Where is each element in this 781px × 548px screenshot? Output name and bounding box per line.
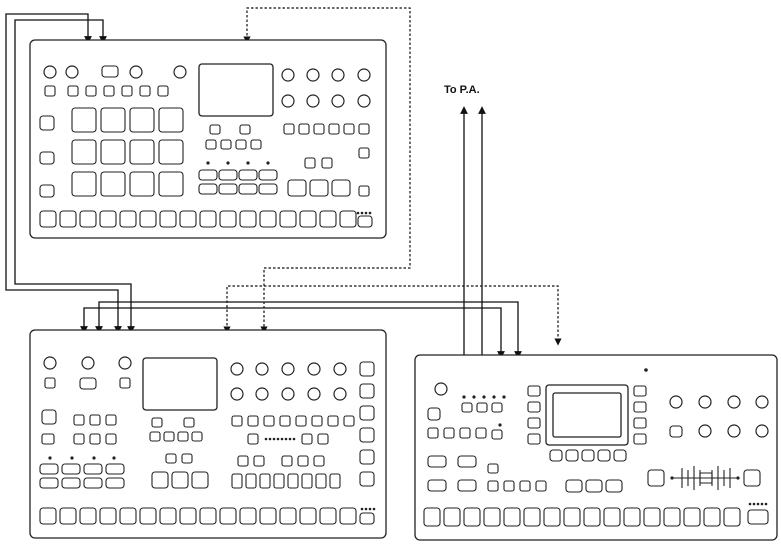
wire-left-to-right-dashed [223,285,562,346]
device-top-center-buttons [198,124,278,195]
device-bl-center-buttons [149,417,209,489]
device-bl-knobs-right [230,362,347,401]
device-br-step-row [423,502,769,527]
device-top-knobs-left [43,65,187,79]
device-bottom-left [29,329,387,539]
device-top-screen [198,63,274,117]
device-br-crossfader [647,466,761,490]
device-top-pads [39,107,184,198]
device-br-left-controls [427,382,547,492]
device-bl-knobs-left [43,356,132,390]
device-br-screen [552,392,622,438]
device-bl-right-buttons [231,361,375,489]
device-bl-left-buttons [39,409,125,489]
device-top-knobs-right [281,68,371,108]
device-bottom-right [414,354,778,541]
wire-top-to-left-2 [14,19,135,334]
device-top-small-buttons [44,85,169,97]
device-br-knobs [669,395,769,438]
wire-top-dashed [243,7,411,334]
device-bl-step-row [39,507,376,525]
wires [5,7,562,359]
device-bl-screen [142,357,218,411]
device-br-screen-area [527,368,648,493]
device-top-step-row [39,210,373,228]
to-pa-label: To P.A. [444,84,480,96]
device-top [29,39,387,239]
device-top-right-buttons [283,123,370,197]
